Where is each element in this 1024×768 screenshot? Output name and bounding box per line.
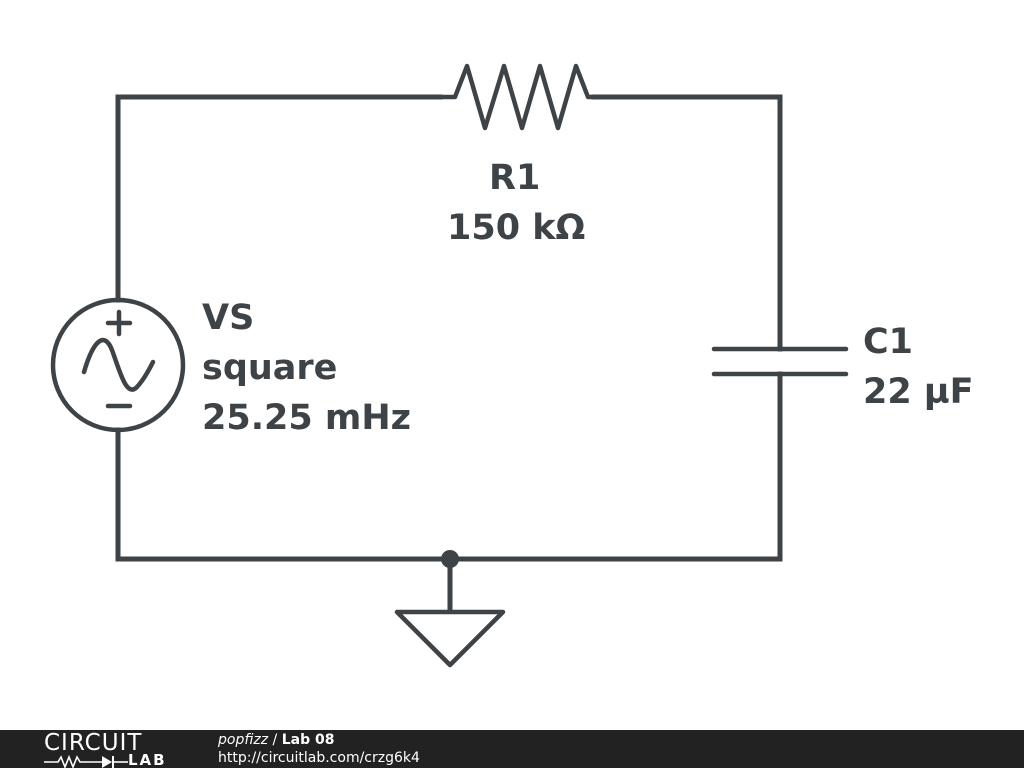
source-vs-waveform-label: square: [202, 348, 338, 388]
source-vs-frequency-label: 25.25 mHz: [202, 398, 412, 438]
circuitlab-logo-lab-text: LAB: [128, 751, 167, 768]
circuit-url-link[interactable]: http://circuitlab.com/crzg6k4: [218, 750, 420, 766]
resistor-r1-value-label: 150 kΩ: [447, 208, 586, 248]
circuit-title-link[interactable]: Lab 08: [281, 732, 335, 748]
voltage-source-vs-symbol: [50, 297, 186, 433]
wire-top-right: [591, 94, 783, 352]
footer-bar: CIRCUIT LAB popfizz / Lab 08 http://circ…: [0, 730, 1024, 768]
wire-top-left: [115, 94, 443, 303]
source-vs-ref-label: VS: [202, 298, 255, 338]
meta-separator: /: [268, 732, 282, 748]
footer-meta-line: popfizz / Lab 08: [218, 731, 334, 749]
source-sine-wave-icon: [81, 337, 156, 392]
capacitor-c1-ref-label: C1: [863, 322, 914, 362]
author-link[interactable]: popfizz: [218, 732, 269, 748]
resistor-r1-ref-label: R1: [489, 158, 541, 198]
resistor-r1-symbol: [437, 63, 597, 131]
schematic-canvas: [50, 63, 849, 668]
ground-symbol-icon: [394, 609, 506, 668]
circuitlab-logo-resistor-diode-icon: [44, 754, 128, 768]
capacitor-c1-value-label: 22 µF: [863, 372, 974, 412]
circuitlab-logo-text[interactable]: CIRCUIT: [44, 730, 143, 756]
